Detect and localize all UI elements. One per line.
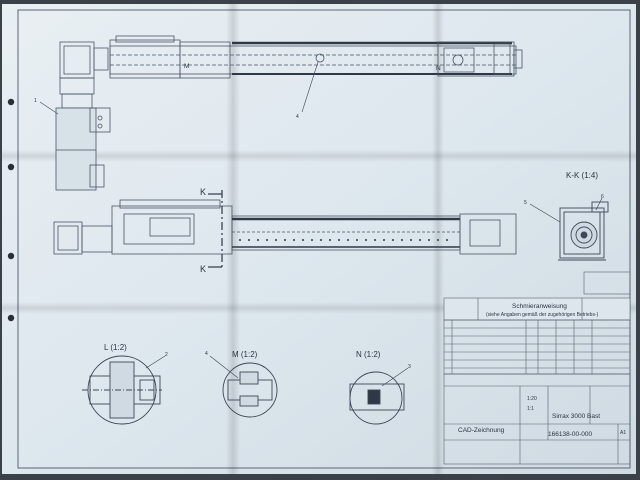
lubrication-subtitle: (siehe Angaben gemäß der zugehörigen Bet…: [486, 312, 599, 318]
mounting-hole: [256, 238, 260, 242]
mounting-hole: [391, 238, 395, 242]
balloon-label: 4: [205, 351, 208, 357]
mounting-hole: [400, 238, 404, 242]
paper-sheet: [2, 4, 636, 474]
balloon-label: 1: [34, 98, 37, 104]
detail-m-view: [222, 362, 278, 418]
product-name: Sirrax 3000 Bast: [552, 413, 600, 420]
detail-n-title: N (1:2): [356, 350, 381, 359]
section-mark-bottom: K: [200, 264, 206, 274]
side-view: [53, 199, 517, 255]
lubrication-title: Schmieranweisung: [512, 303, 567, 310]
top-view: [55, 35, 523, 191]
mounting-hole: [301, 238, 305, 242]
detail-l-title: L (1:2): [104, 343, 127, 352]
mounting-hole: [418, 238, 422, 242]
mounting-hole: [265, 238, 269, 242]
punch-holes: [7, 98, 15, 322]
mounting-hole: [382, 238, 386, 242]
mounting-hole: [310, 238, 314, 242]
balloon-label: 6: [601, 194, 604, 200]
section-cut-line: [208, 190, 223, 270]
mounting-hole: [373, 238, 377, 242]
parts-table: [443, 319, 631, 375]
balloon-label: 4: [296, 114, 299, 120]
mounting-hole: [274, 238, 278, 242]
revision-box: [583, 271, 631, 295]
mounting-hole: [364, 238, 368, 242]
detail-n-view: [349, 371, 405, 425]
balloon-label: 5: [524, 200, 527, 206]
fold-crease: [226, 4, 240, 474]
mounting-hole: [247, 238, 251, 242]
balloon-label: 3: [408, 364, 411, 370]
mounting-hole: [328, 238, 332, 242]
scale-2: 1:1: [527, 406, 534, 412]
leader-lines: [39, 61, 603, 387]
mark-n: N: [436, 65, 441, 72]
drawing-border: [17, 9, 631, 469]
mounting-hole: [319, 238, 323, 242]
mark-m: M: [184, 63, 189, 70]
title-block: [443, 373, 631, 465]
sheet-size: A1: [620, 430, 626, 436]
detail-m-title: M (1:2): [232, 350, 258, 359]
mounting-hole: [427, 238, 431, 242]
cad-label: CAD-Zeichnung: [458, 427, 505, 434]
mounting-hole: [292, 238, 296, 242]
mounting-hole: [283, 238, 287, 242]
mounting-hole: [337, 238, 341, 242]
mounting-hole: [238, 238, 242, 242]
mounting-hole-row: [238, 238, 449, 242]
fold-crease: [2, 150, 636, 162]
mounting-hole: [445, 238, 449, 242]
section-kk-title: K-K (1:4): [566, 171, 598, 180]
mounting-hole: [346, 238, 350, 242]
section-mark-top: K: [200, 187, 206, 197]
mounting-hole: [355, 238, 359, 242]
balloon-label: 2: [165, 352, 168, 358]
scale-1: 1:20: [527, 396, 537, 402]
mounting-hole: [436, 238, 440, 242]
drawing-number: 166138-00-000: [548, 431, 592, 438]
detail-l-view: [82, 355, 162, 425]
mounting-hole: [409, 238, 413, 242]
